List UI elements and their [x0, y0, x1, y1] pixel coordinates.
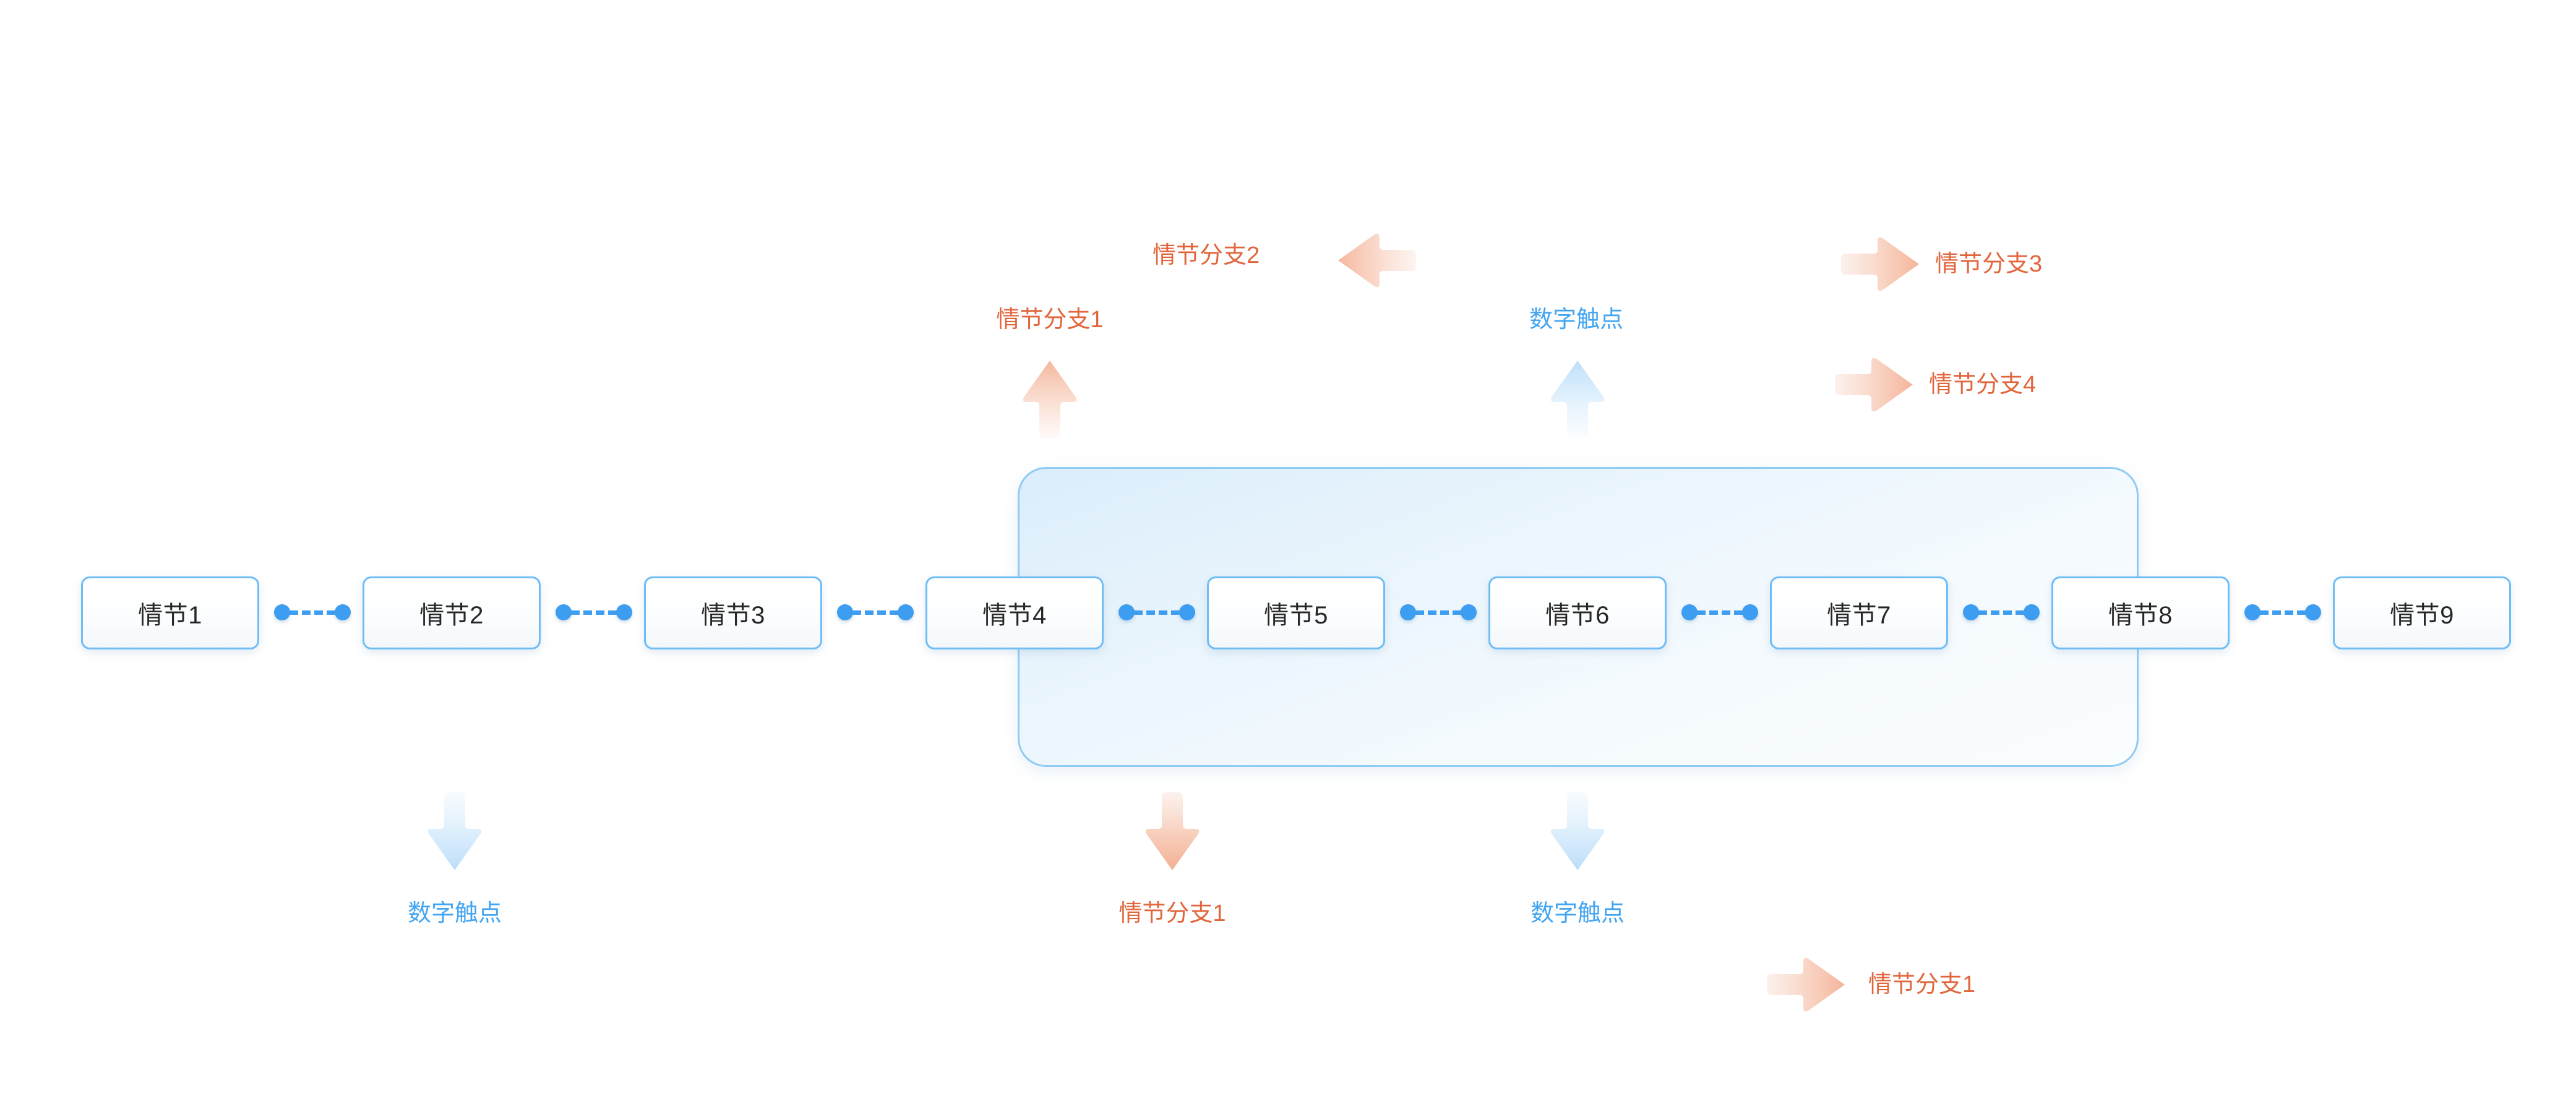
connector-start-dot — [2244, 604, 2260, 620]
annotation-label-branch-1-bottom: 情节分支1 — [1118, 901, 1226, 927]
plot-node-label: 情节2 — [419, 602, 484, 629]
connector-5-6 — [1400, 604, 1477, 620]
connector-dashed-line — [1978, 610, 2024, 615]
plot-node-3[interactable]: 情节3 — [644, 576, 822, 649]
connector-dashed-line — [1697, 610, 1743, 615]
plot-node-8[interactable]: 情节8 — [2051, 576, 2230, 649]
connector-8-9 — [2244, 604, 2321, 620]
right-arrow-icon-branch-3 — [1840, 235, 1921, 293]
annotation-label-touchpoint-bottom-right: 数字触点 — [1530, 901, 1625, 927]
connector-1-2 — [274, 604, 351, 620]
up-arrow-icon-branch-1-top — [1021, 359, 1079, 440]
connector-start-dot — [1681, 604, 1698, 620]
down-arrow-icon-branch-1-bottom — [1143, 790, 1201, 872]
annotation-label-branch-2-top: 情节分支2 — [1153, 242, 1260, 268]
right-arrow-icon-branch-1-bottom-right — [1766, 956, 1847, 1014]
connector-end-dot — [2024, 604, 2040, 620]
down-arrow-icon-touchpoint-bottom — [1548, 790, 1607, 872]
plot-node-label: 情节1 — [138, 602, 202, 629]
plot-node-1[interactable]: 情节1 — [81, 576, 259, 649]
annotation-label-touchpoint-top: 数字触点 — [1529, 307, 1624, 333]
connector-end-dot — [1461, 604, 1477, 620]
plot-node-9[interactable]: 情节9 — [2333, 576, 2511, 649]
connector-dashed-line — [290, 610, 335, 615]
plot-node-label: 情节3 — [701, 602, 765, 629]
connector-dashed-line — [1134, 610, 1180, 615]
plot-node-label: 情节6 — [1545, 602, 1610, 629]
plot-node-label: 情节5 — [1264, 602, 1328, 629]
annotation-label-branch-1-bottom-right: 情节分支1 — [1868, 972, 1976, 998]
connector-3-4 — [837, 604, 914, 620]
plot-node-6[interactable]: 情节6 — [1488, 576, 1667, 649]
connector-start-dot — [274, 604, 290, 620]
connector-start-dot — [837, 604, 853, 620]
annotation-label-branch-3: 情节分支3 — [1935, 251, 2043, 277]
connector-start-dot — [1118, 604, 1135, 620]
plot-node-4[interactable]: 情节4 — [925, 576, 1104, 649]
plot-node-label: 情节4 — [982, 602, 1047, 629]
connector-dashed-line — [2260, 610, 2306, 615]
connector-start-dot — [1400, 604, 1416, 620]
connector-4-5 — [1118, 604, 1195, 620]
right-arrow-icon-branch-4 — [1834, 356, 1915, 414]
connector-dashed-line — [852, 610, 898, 615]
connector-end-dot — [1742, 604, 1758, 620]
connector-start-dot — [1963, 604, 1979, 620]
connector-6-7 — [1681, 604, 1758, 620]
connector-dashed-line — [1415, 610, 1461, 615]
connector-dashed-line — [571, 610, 617, 615]
annotation-label-touchpoint-bottom-left: 数字触点 — [407, 901, 502, 927]
connector-end-dot — [1179, 604, 1195, 620]
annotation-label-branch-1-top: 情节分支1 — [996, 307, 1104, 333]
annotation-label-branch-4: 情节分支4 — [1929, 372, 2037, 398]
connector-end-dot — [898, 604, 914, 620]
plot-node-label: 情节9 — [2390, 602, 2454, 629]
connector-2-3 — [556, 604, 632, 620]
plot-node-label: 情节7 — [1827, 602, 1891, 629]
connector-end-dot — [335, 604, 351, 620]
up-arrow-icon-touchpoint-top — [1548, 359, 1607, 440]
plot-node-label: 情节8 — [2108, 602, 2173, 629]
connector-start-dot — [556, 604, 572, 620]
connector-end-dot — [616, 604, 632, 620]
left-arrow-icon-branch-2-top — [1336, 231, 1417, 289]
plot-node-2[interactable]: 情节2 — [363, 576, 541, 649]
plot-node-7[interactable]: 情节7 — [1770, 576, 1948, 649]
down-arrow-icon-touchpoint-left — [426, 790, 484, 872]
plot-node-5[interactable]: 情节5 — [1207, 576, 1385, 649]
connector-end-dot — [2305, 604, 2321, 620]
connector-7-8 — [1963, 604, 2040, 620]
